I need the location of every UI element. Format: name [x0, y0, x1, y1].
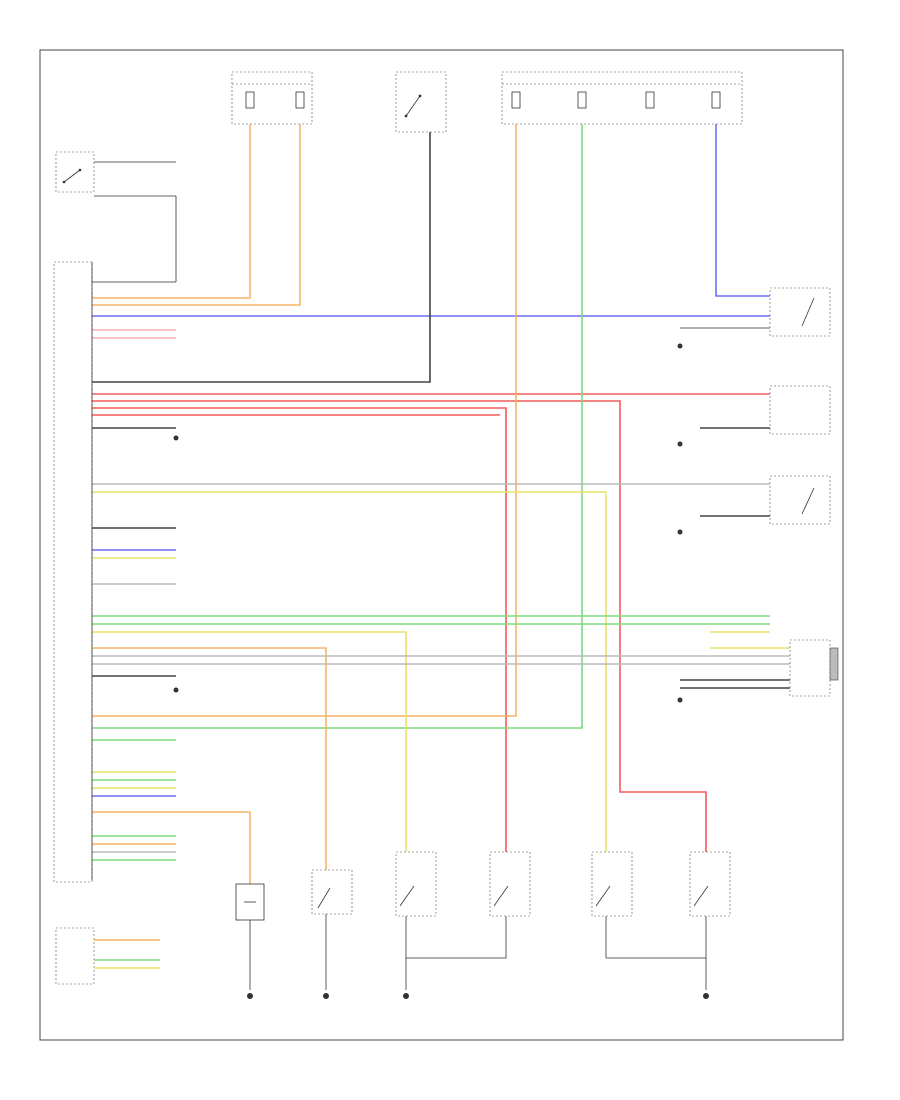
trunk-switch — [769, 475, 831, 525]
rear-door-switches — [789, 639, 839, 697]
wire-yellow-3 — [92, 631, 407, 852]
wire-orange-3 — [92, 124, 517, 717]
door-unlock-switch — [55, 151, 177, 282]
ignition-switch — [395, 71, 447, 133]
ground-symbols — [173, 343, 683, 703]
engine-control-module — [55, 927, 95, 985]
wire-black-1 — [92, 132, 431, 383]
wire-red-3 — [92, 407, 507, 852]
diagram-frame — [39, 49, 844, 1041]
fuse-block-top-left — [231, 71, 313, 125]
wire-green-1 — [92, 124, 583, 729]
wire-orange-4 — [92, 647, 327, 870]
wire-yellow-1 — [92, 491, 607, 852]
fuse-block-top-right — [501, 71, 743, 125]
interior-light-control-module — [53, 261, 176, 883]
wire-orange-2 — [92, 124, 301, 306]
wire-orange-5 — [92, 811, 251, 884]
passenger-door-switch — [769, 385, 831, 435]
door-lock-actuators — [235, 851, 731, 999]
wire-red-2 — [92, 400, 707, 852]
wire-blue-2 — [715, 124, 770, 297]
driver-door-switch — [680, 287, 831, 337]
wire-orange-1 — [92, 124, 251, 299]
